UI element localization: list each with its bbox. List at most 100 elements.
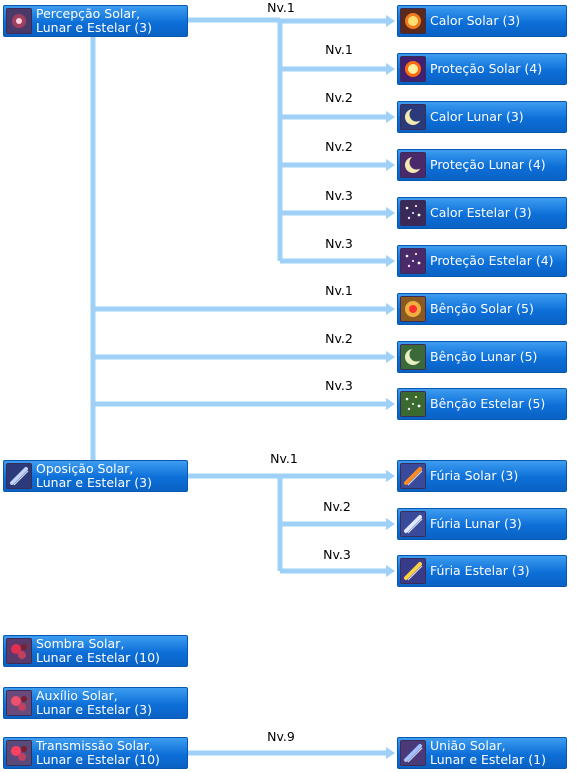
skill-label-line: Bênção Lunar (5) [430, 349, 538, 364]
skill-label: Bênção Lunar (5) [430, 350, 564, 364]
skill-label-line: Transmissão Solar, [36, 738, 153, 753]
level-requirement-label: Nv.3 [325, 236, 353, 251]
skill-label: Bênção Solar (5) [430, 302, 564, 316]
skill-s9[interactable]: Bênção Estelar (5) [397, 388, 567, 420]
skill-label: Calor Solar (3) [430, 14, 564, 28]
skill-label: Sombra Solar,Lunar e Estelar (10) [36, 637, 185, 665]
skill-label-line: Fúria Solar (3) [430, 468, 519, 483]
arrowhead [386, 255, 395, 267]
skill-label: Percepção Solar,Lunar e Estelar (3) [36, 7, 185, 35]
skill-label: União Solar,Lunar e Estelar (1) [430, 739, 564, 767]
arrowhead [386, 159, 395, 171]
root-skill-r5[interactable]: Transmissão Solar,Lunar e Estelar (10) [3, 737, 188, 769]
skill-label: Calor Estelar (3) [430, 206, 564, 220]
level-requirement-label: Nv.2 [325, 139, 353, 154]
level-requirement-label: Nv.1 [270, 451, 298, 466]
skill-label-line: Percepção Solar, [36, 6, 141, 21]
arrowhead [386, 351, 395, 363]
skill-s1[interactable]: Calor Solar (3) [397, 5, 567, 37]
skill-label-line: Lunar e Estelar (3) [36, 475, 152, 490]
skill-s6[interactable]: Proteção Estelar (4) [397, 245, 567, 277]
arrowhead [386, 518, 395, 530]
level-requirement-label: Nv.3 [323, 547, 351, 562]
transmission-icon [6, 740, 32, 766]
solar-fury-icon [400, 463, 426, 489]
root-skill-r2[interactable]: Oposição Solar,Lunar e Estelar (3) [3, 460, 188, 492]
arrowhead [386, 470, 395, 482]
skill-label: Transmissão Solar,Lunar e Estelar (10) [36, 739, 185, 767]
union-icon [400, 740, 426, 766]
skill-label-line: União Solar, [430, 738, 506, 753]
skill-label-line: Calor Estelar (3) [430, 205, 532, 220]
arrowhead [386, 747, 395, 759]
skill-label-line: Auxílio Solar, [36, 688, 118, 703]
skill-label-line: Lunar e Estelar (10) [36, 650, 160, 665]
lunar-warmth-icon [400, 104, 426, 130]
skill-label: Proteção Estelar (4) [430, 254, 564, 268]
skill-s8[interactable]: Bênção Lunar (5) [397, 341, 567, 373]
skill-label: Bênção Estelar (5) [430, 397, 564, 411]
root-skill-r4[interactable]: Auxílio Solar,Lunar e Estelar (3) [3, 687, 188, 719]
skill-s5[interactable]: Calor Estelar (3) [397, 197, 567, 229]
skill-s7[interactable]: Bênção Solar (5) [397, 293, 567, 325]
skill-label: Proteção Solar (4) [430, 62, 564, 76]
arrowhead [386, 303, 395, 315]
level-requirement-label: Nv.1 [325, 42, 353, 57]
skill-label-line: Bênção Estelar (5) [430, 396, 546, 411]
skill-label-line: Fúria Estelar (3) [430, 563, 530, 578]
skill-s4[interactable]: Proteção Lunar (4) [397, 149, 567, 181]
level-requirement-label: Nv.9 [267, 729, 295, 744]
skill-label-line: Oposição Solar, [36, 461, 134, 476]
skill-label-line: Proteção Estelar (4) [430, 253, 554, 268]
solar-blessing-icon [400, 296, 426, 322]
root-skill-r3[interactable]: Sombra Solar,Lunar e Estelar (10) [3, 635, 188, 667]
level-requirement-label: Nv.3 [325, 378, 353, 393]
skill-s12[interactable]: Fúria Estelar (3) [397, 555, 567, 587]
skill-s13[interactable]: União Solar,Lunar e Estelar (1) [397, 737, 567, 769]
lunar-fury-icon [400, 511, 426, 537]
arrowhead [386, 565, 395, 577]
skill-label: Auxílio Solar,Lunar e Estelar (3) [36, 689, 185, 717]
aid-icon [6, 690, 32, 716]
skill-label: Oposição Solar,Lunar e Estelar (3) [36, 462, 185, 490]
skill-label-line: Proteção Solar (4) [430, 61, 543, 76]
level-requirement-label: Nv.2 [325, 90, 353, 105]
level-requirement-label: Nv.1 [325, 283, 353, 298]
arrowhead [386, 63, 395, 75]
opposition-icon [6, 463, 32, 489]
skill-label-line: Proteção Lunar (4) [430, 157, 546, 172]
skill-label-line: Lunar e Estelar (3) [36, 702, 152, 717]
skill-label-line: Calor Lunar (3) [430, 109, 524, 124]
skill-s10[interactable]: Fúria Solar (3) [397, 460, 567, 492]
skill-label-line: Lunar e Estelar (1) [430, 752, 546, 767]
level-requirement-label: Nv.3 [325, 188, 353, 203]
skill-label-line: Lunar e Estelar (3) [36, 20, 152, 35]
level-requirement-label: Nv.1 [267, 0, 295, 15]
stellar-fury-icon [400, 558, 426, 584]
stellar-blessing-icon [400, 391, 426, 417]
skill-label: Fúria Estelar (3) [430, 564, 564, 578]
level-requirement-label: Nv.2 [325, 331, 353, 346]
root-skill-r1[interactable]: Percepção Solar,Lunar e Estelar (3) [3, 5, 188, 37]
skill-label-line: Lunar e Estelar (10) [36, 752, 160, 767]
lunar-blessing-icon [400, 344, 426, 370]
arrowhead [386, 111, 395, 123]
skill-label-line: Fúria Lunar (3) [430, 516, 522, 531]
stellar-warmth-icon [400, 200, 426, 226]
shadow-icon [6, 638, 32, 664]
skill-label: Fúria Solar (3) [430, 469, 564, 483]
solar-protection-icon [400, 56, 426, 82]
skill-label-line: Calor Solar (3) [430, 13, 521, 28]
skill-s2[interactable]: Proteção Solar (4) [397, 53, 567, 85]
skill-s11[interactable]: Fúria Lunar (3) [397, 508, 567, 540]
solar-warmth-icon [400, 8, 426, 34]
stellar-protection-icon [400, 248, 426, 274]
lunar-protection-icon [400, 152, 426, 178]
level-requirement-label: Nv.2 [323, 499, 351, 514]
skill-label-line: Bênção Solar (5) [430, 301, 534, 316]
arrowhead [386, 398, 395, 410]
arrowhead [386, 15, 395, 27]
skill-s3[interactable]: Calor Lunar (3) [397, 101, 567, 133]
